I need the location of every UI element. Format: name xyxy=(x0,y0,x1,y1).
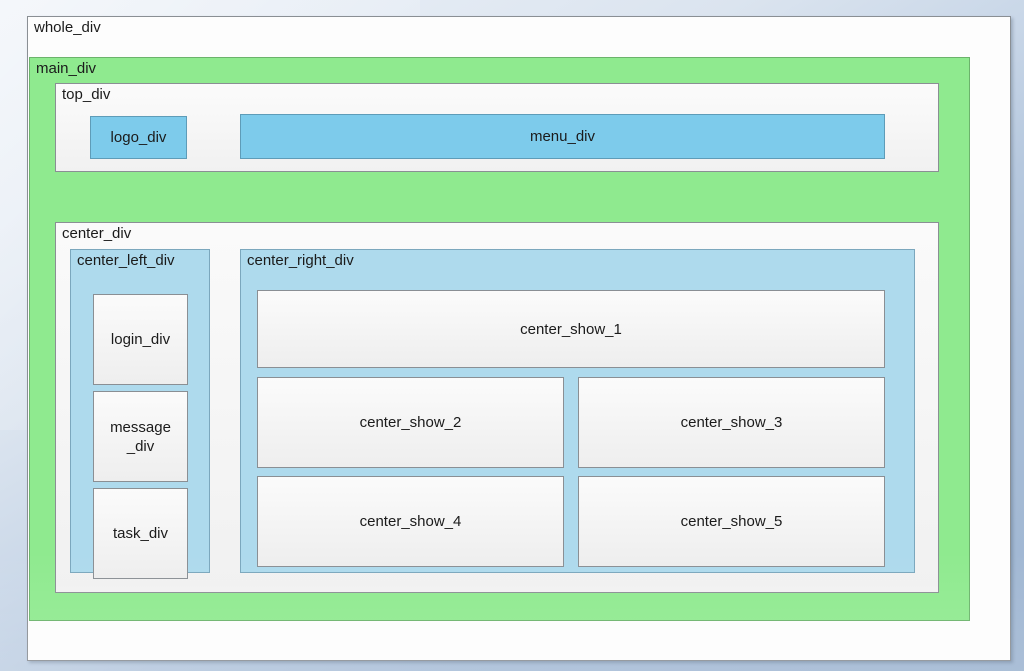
menu-div-block[interactable]: menu_div xyxy=(240,114,885,159)
main-div-container[interactable]: main_div top_div logo_div menu_div cente… xyxy=(29,57,970,621)
center-show-3-label: center_show_3 xyxy=(680,414,783,431)
logo-div-block[interactable]: logo_div xyxy=(90,116,187,159)
center-left-div-label: center_left_div xyxy=(77,252,175,269)
center-show-5-block[interactable]: center_show_5 xyxy=(578,476,885,567)
center-show-4-label: center_show_4 xyxy=(359,513,462,530)
task-div-label: task_div xyxy=(112,525,169,542)
top-div-label: top_div xyxy=(62,86,111,103)
center-show-2-label: center_show_2 xyxy=(359,414,462,431)
center-right-div-container[interactable]: center_right_div center_show_1 center_sh… xyxy=(240,249,915,573)
message-div-label: message _div xyxy=(110,418,171,455)
center-show-1-block[interactable]: center_show_1 xyxy=(257,290,885,368)
whole-div-container[interactable]: whole_div main_div top_div logo_div menu… xyxy=(27,16,1011,661)
login-div-block[interactable]: login_div xyxy=(93,294,188,385)
whole-div-label: whole_div xyxy=(34,19,101,36)
center-right-div-label: center_right_div xyxy=(247,252,354,269)
center-left-div-container[interactable]: center_left_div login_div message _div t… xyxy=(70,249,210,579)
center-show-3-block[interactable]: center_show_3 xyxy=(578,377,885,468)
message-div-block[interactable]: message _div xyxy=(93,391,188,482)
center-show-5-label: center_show_5 xyxy=(680,513,783,530)
main-div-label: main_div xyxy=(36,60,97,77)
login-div-label: login_div xyxy=(110,331,171,348)
center-show-2-block[interactable]: center_show_2 xyxy=(257,377,564,468)
menu-div-label: menu_div xyxy=(529,128,596,145)
center-div-container[interactable]: center_div center_left_div login_div mes… xyxy=(55,222,939,593)
logo-div-label: logo_div xyxy=(110,129,167,146)
center-show-4-block[interactable]: center_show_4 xyxy=(257,476,564,567)
center-div-label: center_div xyxy=(62,225,132,242)
task-div-block[interactable]: task_div xyxy=(93,488,188,579)
center-show-1-label: center_show_1 xyxy=(520,320,622,338)
top-div-container[interactable]: top_div logo_div menu_div xyxy=(55,83,939,172)
